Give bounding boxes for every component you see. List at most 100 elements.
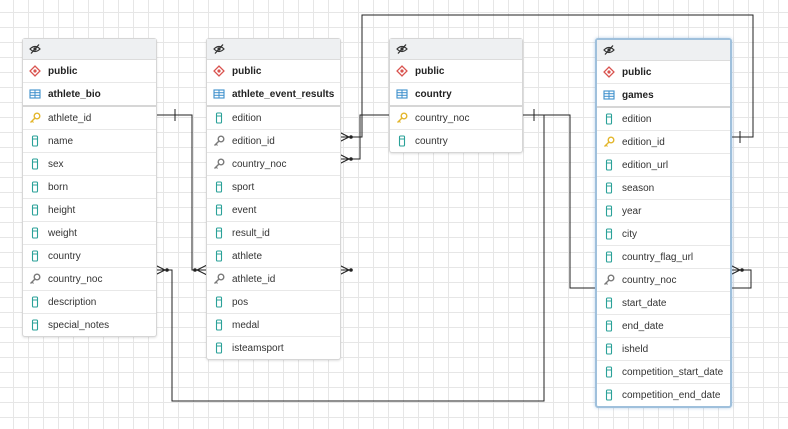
column-row[interactable]: competition_start_date	[597, 361, 730, 384]
column-row[interactable]: city	[597, 223, 730, 246]
table-icon	[29, 88, 41, 100]
column-row[interactable]: country	[23, 245, 156, 268]
schema-name: public	[48, 65, 78, 77]
hide-icon[interactable]	[213, 43, 225, 55]
schema-name: public	[622, 66, 652, 78]
column-name: country_noc	[415, 112, 470, 124]
column-row[interactable]: edition	[597, 108, 730, 131]
column-name: athlete	[232, 250, 263, 262]
column-icon	[603, 343, 615, 355]
column-row[interactable]: competition_end_date	[597, 384, 730, 406]
column-icon	[603, 182, 615, 194]
column-icon	[603, 251, 615, 263]
table-name: athlete_event_results	[232, 88, 335, 100]
primary-key-icon	[29, 112, 41, 124]
column-row[interactable]: country_noc	[23, 268, 156, 291]
column-row[interactable]: edition_id	[597, 131, 730, 154]
column-icon	[603, 389, 615, 401]
table-name: athlete_bio	[48, 88, 101, 100]
column-row[interactable]: sport	[207, 176, 340, 199]
column-row[interactable]: edition_url	[597, 154, 730, 177]
column-row[interactable]: edition	[207, 107, 340, 130]
column-row[interactable]: pos	[207, 291, 340, 314]
relationship-results-country[interactable]	[338, 114, 389, 165]
column-name: country_flag_url	[622, 251, 694, 263]
column-row[interactable]: start_date	[597, 292, 730, 315]
column-row[interactable]: country_noc	[597, 269, 730, 292]
column-row[interactable]: isheld	[597, 338, 730, 361]
column-icon	[29, 181, 41, 193]
column-name: height	[48, 204, 76, 216]
column-icon	[396, 135, 408, 147]
relationship-results-athlete-stub	[338, 264, 353, 276]
column-row[interactable]: description	[23, 291, 156, 314]
column-name: edition_url	[622, 159, 669, 171]
column-row[interactable]: country_noc	[390, 107, 522, 130]
table-name-row: athlete_event_results	[207, 83, 340, 107]
hide-icon[interactable]	[29, 43, 41, 55]
column-icon	[213, 204, 225, 216]
column-row[interactable]: season	[597, 177, 730, 200]
column-name: start_date	[622, 297, 667, 309]
column-name: sex	[48, 158, 64, 170]
column-row[interactable]: end_date	[597, 315, 730, 338]
table-name: games	[622, 89, 654, 101]
column-row[interactable]: name	[23, 130, 156, 153]
column-name: country_noc	[622, 274, 677, 286]
column-icon	[603, 366, 615, 378]
column-name: name	[48, 135, 74, 147]
table-name-row: country	[390, 83, 522, 107]
column-icon	[29, 319, 41, 331]
column-row[interactable]: athlete_id	[23, 107, 156, 130]
foreign-key-icon	[603, 274, 615, 286]
column-row[interactable]: result_id	[207, 222, 340, 245]
column-icon	[603, 205, 615, 217]
column-row[interactable]: height	[23, 199, 156, 222]
column-row[interactable]: year	[597, 200, 730, 223]
column-row[interactable]: event	[207, 199, 340, 222]
column-icon	[213, 319, 225, 331]
table-header[interactable]	[207, 39, 340, 60]
column-row[interactable]: athlete_id	[207, 268, 340, 291]
column-row[interactable]: weight	[23, 222, 156, 245]
column-row[interactable]: medal	[207, 314, 340, 337]
column-row[interactable]: country_flag_url	[597, 246, 730, 269]
column-row[interactable]: born	[23, 176, 156, 199]
column-name: isteamsport	[232, 342, 284, 354]
column-name: edition_id	[622, 136, 665, 148]
table-name: country	[415, 88, 452, 100]
column-row[interactable]: special_notes	[23, 314, 156, 336]
table-header[interactable]	[390, 39, 522, 60]
column-icon	[603, 113, 615, 125]
table-header[interactable]	[23, 39, 156, 60]
schema-row: public	[390, 60, 522, 83]
column-icon	[29, 158, 41, 170]
column-row[interactable]: athlete	[207, 245, 340, 268]
column-icon	[213, 250, 225, 262]
hide-icon[interactable]	[603, 44, 615, 56]
schema-row: public	[207, 60, 340, 83]
column-row[interactable]: country	[390, 130, 522, 152]
column-name: city	[622, 228, 637, 240]
table-header[interactable]	[597, 40, 730, 61]
column-row[interactable]: isteamsport	[207, 337, 340, 359]
relationship-athlete-id[interactable]	[155, 109, 208, 276]
column-icon	[29, 204, 41, 216]
column-icon	[213, 296, 225, 308]
column-name: athlete_id	[48, 112, 92, 124]
hide-icon[interactable]	[396, 43, 408, 55]
schema-icon	[603, 66, 615, 78]
schema-name: public	[232, 65, 262, 77]
column-name: country	[48, 250, 81, 262]
column-icon	[603, 297, 615, 309]
column-row[interactable]: country_noc	[207, 153, 340, 176]
column-icon	[29, 250, 41, 262]
column-row[interactable]: edition_id	[207, 130, 340, 153]
column-name: weight	[48, 227, 77, 239]
column-icon	[29, 227, 41, 239]
column-row[interactable]: sex	[23, 153, 156, 176]
